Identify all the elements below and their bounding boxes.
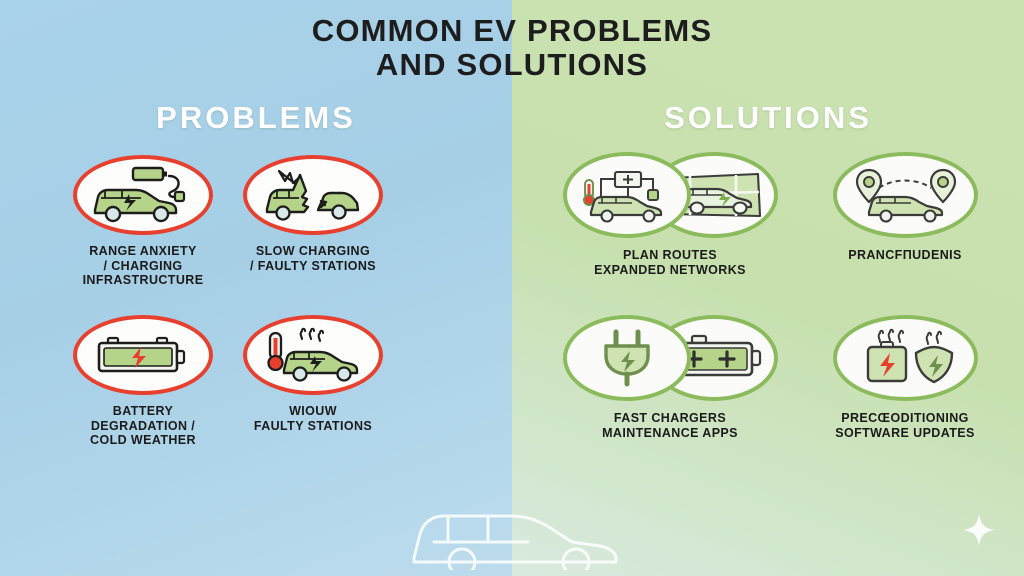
caption-line: COLD WEATHER bbox=[90, 433, 196, 447]
solution-item-navigation[interactable]: PRANCFΠUDENIS bbox=[805, 152, 1005, 263]
battery-shield-bolt-icon bbox=[832, 315, 978, 401]
caption-line: / CHARGING bbox=[103, 258, 183, 273]
caption-line: MAINTENANCE APPS bbox=[602, 425, 738, 440]
car-outline-watermark bbox=[404, 508, 624, 576]
caption-line: PLAN ROUTES bbox=[623, 248, 717, 262]
caption-line: FAULTY STATIONS bbox=[253, 418, 373, 433]
solution-icon-pair bbox=[832, 152, 978, 238]
car-battery-charging-cable-icon bbox=[73, 155, 213, 235]
problem-item-range-anxiety[interactable]: RANGE ANXIETY / CHARGING INFRASTRUCTURE bbox=[68, 155, 218, 288]
page-title: COMMON EV PROBLEMS AND SOLUTIONS bbox=[0, 14, 1024, 82]
solution-item-plan-routes[interactable]: PLAN ROUTES EXPANDED NETWORKS bbox=[560, 152, 780, 277]
title-line-2: AND SOLUTIONS bbox=[375, 47, 649, 82]
solution-caption: FAST CHARGERS MAINTENANCE APPS bbox=[560, 411, 780, 440]
power-plug-bolt-icon bbox=[562, 315, 691, 401]
problem-caption: WIOUW FAULTY STATIONS bbox=[238, 404, 388, 433]
problem-item-cold-weather[interactable]: WIOUW FAULTY STATIONS bbox=[238, 315, 388, 433]
solution-item-fast-chargers[interactable]: FAST CHARGERS MAINTENANCE APPS bbox=[560, 315, 780, 440]
solution-caption: PRECŒODITIONING SOFTWARE UPDATES bbox=[805, 411, 1005, 440]
caption-line: PRECŒODITIONING bbox=[841, 411, 969, 425]
solution-icon-pair bbox=[562, 315, 778, 401]
map-pin-car-navigation-icon bbox=[832, 152, 978, 238]
caption-line: BATTERY bbox=[112, 404, 174, 418]
caption-line: EXPANDED NETWORKS bbox=[594, 262, 746, 277]
problem-item-battery-degradation[interactable]: BATTERY DEGRADATION / COLD WEATHER bbox=[68, 315, 218, 448]
problem-caption: RANGE ANXIETY / CHARGING INFRASTRUCTURE bbox=[68, 244, 218, 288]
solution-icon-pair bbox=[832, 315, 978, 401]
caption-line: SLOW CHARGING bbox=[255, 244, 371, 258]
broken-car-crash-icon bbox=[243, 155, 383, 235]
battery-bolt-icon bbox=[73, 315, 213, 395]
problems-panel-background bbox=[0, 0, 512, 576]
solution-caption: PLAN ROUTES EXPANDED NETWORKS bbox=[560, 248, 780, 277]
caption-line: RANGE ANXIETY bbox=[89, 244, 197, 258]
thermometer-charging-station-car-icon bbox=[562, 152, 691, 238]
solution-item-preconditioning[interactable]: PRECŒODITIONING SOFTWARE UPDATES bbox=[805, 315, 1005, 440]
problems-column-header: PROBLEMS bbox=[156, 100, 356, 135]
caption-line: SOFTWARE UPDATES bbox=[835, 425, 975, 440]
caption-line: / FAULTY STATIONS bbox=[249, 258, 376, 273]
caption-line: DEGRADATION / bbox=[90, 418, 196, 433]
solutions-panel-background bbox=[512, 0, 1024, 576]
solution-icon-pair bbox=[562, 152, 778, 238]
problem-caption: BATTERY DEGRADATION / COLD WEATHER bbox=[68, 404, 218, 448]
thermometer-hot-car-icon bbox=[243, 315, 383, 395]
caption-line: FAST CHARGERS bbox=[613, 411, 727, 425]
title-line-1: COMMON EV PROBLEMS bbox=[311, 13, 713, 48]
solutions-column-header: SOLUTIONS bbox=[664, 100, 872, 135]
caption-line: WIOUW bbox=[289, 404, 337, 418]
caption-line: PRANCFΠUDENIS bbox=[848, 248, 962, 262]
caption-line: INFRASTRUCTURE bbox=[82, 273, 204, 287]
solution-caption: PRANCFΠUDENIS bbox=[805, 248, 1005, 263]
problem-caption: SLOW CHARGING / FAULTY STATIONS bbox=[238, 244, 388, 273]
four-point-sparkle-icon bbox=[962, 513, 996, 552]
problem-item-slow-charging[interactable]: SLOW CHARGING / FAULTY STATIONS bbox=[238, 155, 388, 273]
